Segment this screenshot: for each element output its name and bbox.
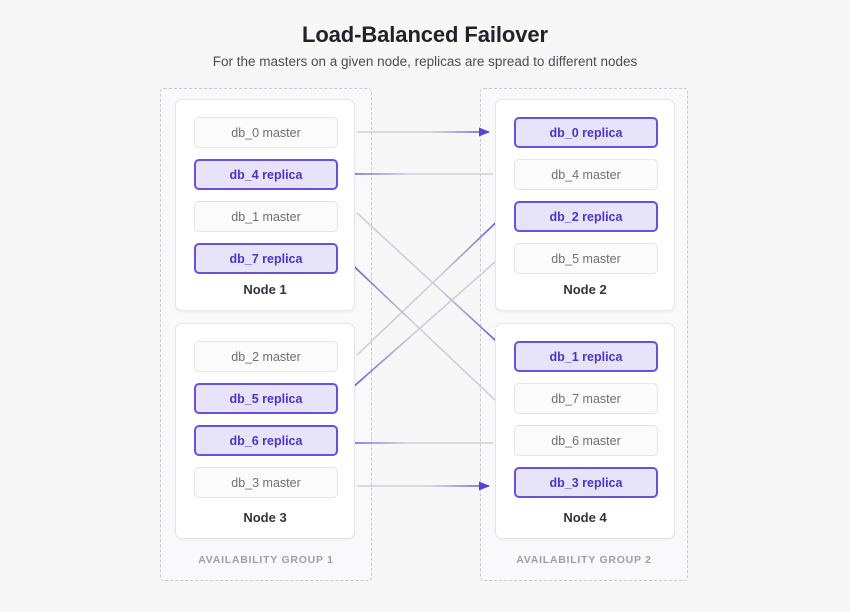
node-label-node1: Node 1 bbox=[243, 282, 287, 297]
db-box-node1-db_4[interactable]: db_4 replica bbox=[194, 159, 338, 190]
node-label-node2: Node 2 bbox=[563, 282, 607, 297]
availability-group-2-label: AVAILABILITY GROUP 2 bbox=[516, 554, 652, 566]
db-box-node4-db_3[interactable]: db_3 replica bbox=[514, 467, 658, 498]
db-box-node4-db_7[interactable]: db_7 master bbox=[514, 383, 658, 414]
availability-group-1-label: AVAILABILITY GROUP 1 bbox=[198, 554, 334, 566]
db-box-node1-db_0[interactable]: db_0 master bbox=[194, 117, 338, 148]
db-box-node2-db_4[interactable]: db_4 master bbox=[514, 159, 658, 190]
node-card-node1: db_0 master db_4 replica db_1 master db_… bbox=[175, 99, 355, 311]
node-label-node4: Node 4 bbox=[563, 510, 607, 525]
db-box-node3-db_6[interactable]: db_6 replica bbox=[194, 425, 338, 456]
db-box-node2-db_5[interactable]: db_5 master bbox=[514, 243, 658, 274]
node-card-node2: db_0 replica db_4 master db_2 replica db… bbox=[495, 99, 675, 311]
db-box-node3-db_2[interactable]: db_2 master bbox=[194, 341, 338, 372]
page-title: Load-Balanced Failover bbox=[302, 22, 548, 47]
db-box-node2-db_2[interactable]: db_2 replica bbox=[514, 201, 658, 232]
db-box-node4-db_1[interactable]: db_1 replica bbox=[514, 341, 658, 372]
db-box-node1-db_7[interactable]: db_7 replica bbox=[194, 243, 338, 274]
node-card-node4: db_1 replica db_7 master db_6 master db_… bbox=[495, 323, 675, 539]
db-box-node3-db_5[interactable]: db_5 replica bbox=[194, 383, 338, 414]
db-box-node1-db_1[interactable]: db_1 master bbox=[194, 201, 338, 232]
db-box-node3-db_3[interactable]: db_3 master bbox=[194, 467, 338, 498]
page-subtitle: For the masters on a given node, replica… bbox=[212, 54, 638, 69]
node-card-node3: db_2 master db_5 replica db_6 replica db… bbox=[175, 323, 355, 539]
db-box-node2-db_0[interactable]: db_0 replica bbox=[514, 117, 658, 148]
db-box-node4-db_6[interactable]: db_6 master bbox=[514, 425, 658, 456]
node-label-node3: Node 3 bbox=[243, 510, 287, 525]
